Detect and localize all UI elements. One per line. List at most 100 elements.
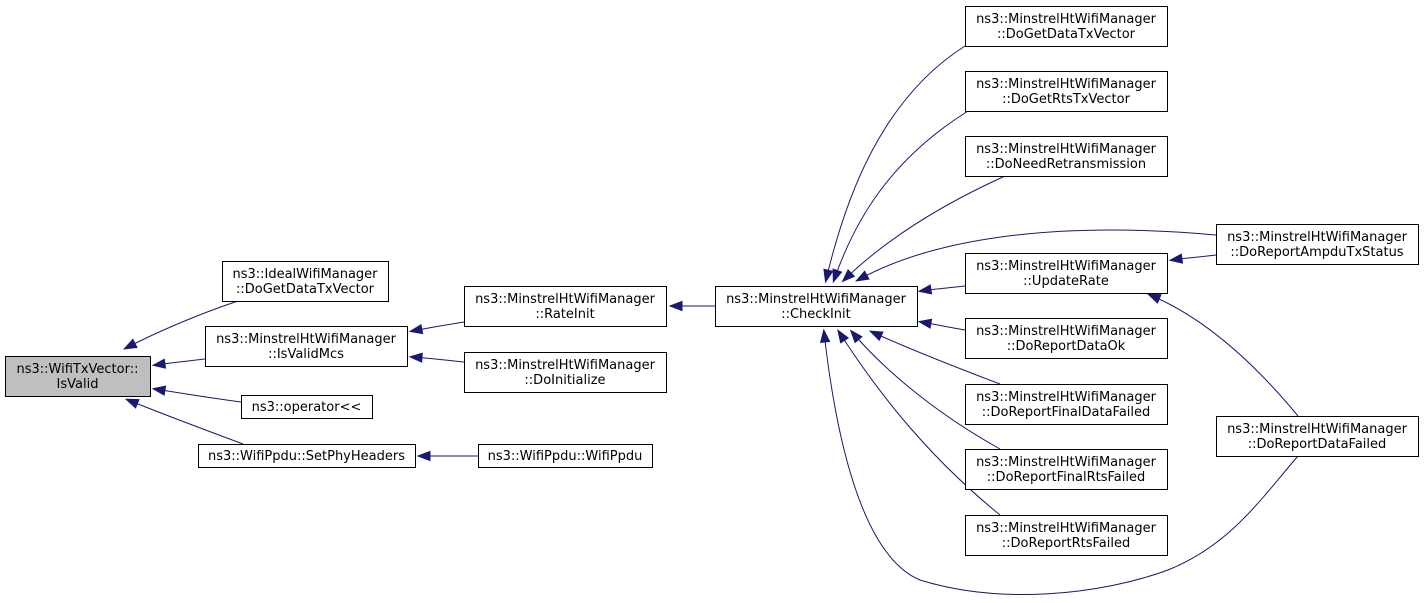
node-box[interactable]: [205, 326, 408, 367]
node-label: ns3::MinstrelHtWifiManager: [976, 390, 1157, 405]
node-label: ns3::MinstrelHtWifiManager: [976, 77, 1157, 92]
edge-mh_doreportampdu-to-mh_updaterate: [1168, 253, 1217, 264]
node-label: ns3::MinstrelHtWifiManager: [726, 292, 907, 307]
node-label: ns3::MinstrelHtWifiManager: [475, 358, 656, 373]
arrowhead: [408, 323, 424, 335]
arrowhead: [837, 329, 850, 344]
edge-mh_dogetdata-to-mh_checkinit: [823, 45, 966, 284]
node-label: ns3::MinstrelHtWifiManager: [976, 455, 1157, 470]
edge-line: [127, 399, 244, 445]
node-box[interactable]: [241, 395, 373, 419]
arrowhead: [917, 318, 933, 329]
node-mh_doreportdataok[interactable]: ns3::MinstrelHtWifiManager::DoReportData…: [965, 318, 1168, 359]
node-box[interactable]: [1216, 224, 1419, 265]
node-label: ns3::MinstrelHtWifiManager: [216, 332, 397, 347]
node-box[interactable]: [464, 352, 667, 393]
edge-line: [843, 175, 1006, 281]
node-box[interactable]: [715, 286, 918, 327]
edge-mh_isvalidmcs-to-root: [151, 358, 206, 369]
node-box[interactable]: [965, 449, 1168, 490]
node-mh_doreportdatafailed[interactable]: ns3::MinstrelHtWifiManager::DoReportData…: [1216, 416, 1419, 457]
edge-mh_doreportdatafailed-to-mh_checkinit: [820, 328, 1299, 595]
node-mh_doneedretx[interactable]: ns3::MinstrelHtWifiManager::DoNeedRetran…: [965, 136, 1168, 177]
node-mh_updaterate[interactable]: ns3::MinstrelHtWifiManager::UpdateRate: [965, 253, 1168, 294]
node-label: ::DoInitialize: [524, 373, 605, 388]
node-ideal_dogetdata[interactable]: ns3::IdealWifiManager::DoGetDataTxVector: [222, 261, 389, 302]
node-mh_isvalidmcs[interactable]: ns3::MinstrelHtWifiManager::IsValidMcs: [205, 326, 408, 367]
node-mh_dogetdata[interactable]: ns3::MinstrelHtWifiManager::DoGetDataTxV…: [965, 6, 1168, 47]
node-label: ns3::MinstrelHtWifiManager: [475, 292, 656, 307]
node-label: ::DoGetDataTxVector: [997, 27, 1136, 42]
edge-line: [823, 331, 1299, 595]
edge-mh_doreportfinalrts-to-mh_checkinit: [849, 329, 1001, 450]
node-label: ns3::operator<<: [252, 400, 362, 415]
arrowhead: [823, 268, 834, 284]
node-root[interactable]: ns3::WifiTxVector::IsValid: [5, 356, 151, 397]
node-mh_dogetrts[interactable]: ns3::MinstrelHtWifiManager::DoGetRtsTxVe…: [965, 71, 1168, 112]
node-label: ::DoReportDataOk: [1007, 339, 1126, 354]
node-label: ::RateInit: [535, 307, 594, 322]
arrowhead: [416, 450, 431, 462]
arrowhead: [854, 270, 870, 282]
node-box[interactable]: [478, 444, 653, 468]
node-operator_ltlt[interactable]: ns3::operator<<: [241, 395, 373, 419]
node-box[interactable]: [965, 384, 1168, 425]
node-mh_doreportfinaldata[interactable]: ns3::MinstrelHtWifiManager::DoReportFina…: [965, 384, 1168, 425]
node-label: IsValid: [57, 377, 99, 392]
edge-mh_dogetrts-to-mh_checkinit: [832, 110, 969, 284]
node-label: ns3::WifiTxVector::: [16, 362, 138, 377]
edge-operator_ltlt-to-root: [151, 385, 242, 403]
node-label: ns3::MinstrelHtWifiManager: [976, 142, 1157, 157]
edge-mh_doreportrts-to-mh_checkinit: [837, 329, 1001, 516]
node-box[interactable]: [464, 286, 667, 327]
node-mh_doinitialize[interactable]: ns3::MinstrelHtWifiManager::DoInitialize: [464, 352, 667, 393]
node-label: ns3::MinstrelHtWifiManager: [976, 12, 1157, 27]
arrowhead: [408, 352, 423, 363]
node-label: ns3::MinstrelHtWifiManager: [976, 521, 1157, 536]
node-label: ns3::MinstrelHtWifiManager: [1227, 422, 1408, 437]
node-label: ::DoReportFinalDataFailed: [982, 405, 1151, 420]
edge-line: [125, 300, 239, 349]
node-mh_doreportampdu[interactable]: ns3::MinstrelHtWifiManager::DoReportAmpd…: [1216, 224, 1419, 265]
node-mh_rateinit[interactable]: ns3::MinstrelHtWifiManager::RateInit: [464, 286, 667, 327]
edge-line: [833, 110, 969, 281]
edge-mh_doreportampdu-to-mh_checkinit: [854, 229, 1217, 282]
arrowhead: [868, 330, 884, 342]
edge-ideal_dogetdata-to-root: [122, 300, 239, 350]
node-box[interactable]: [965, 515, 1168, 556]
node-ppdu_ctor[interactable]: ns3::WifiPpdu::WifiPpdu: [478, 444, 653, 468]
node-label: ::UpdateRate: [1023, 274, 1109, 289]
node-label: ::DoNeedRetransmission: [986, 157, 1146, 172]
edge-mh_doinitialize-to-mh_isvalidmcs: [408, 352, 465, 363]
node-label: ns3::MinstrelHtWifiManager: [1227, 230, 1408, 245]
edge-ppdu_setphy-to-root: [124, 398, 244, 445]
edge-mh_doreportdatafailed-to-mh_updaterate: [1146, 293, 1299, 417]
edge-mh_doreportdataok-to-mh_checkinit: [917, 318, 966, 331]
arrowhead: [841, 268, 856, 283]
edge-mh_doreportfinaldata-to-mh_checkinit: [868, 330, 1001, 385]
node-box[interactable]: [965, 71, 1168, 112]
arrowhead: [122, 338, 138, 350]
node-mh_doreportfinalrts[interactable]: ns3::MinstrelHtWifiManager::DoReportFina…: [965, 449, 1168, 490]
node-label: ::DoReportRtsFailed: [1002, 536, 1130, 551]
node-label: ::DoGetRtsTxVector: [1002, 92, 1131, 107]
edge-mh_doneedretx-to-mh_checkinit: [841, 175, 1006, 283]
node-ppdu_setphy[interactable]: ns3::WifiPpdu::SetPhyHeaders: [198, 444, 416, 468]
node-box[interactable]: [5, 356, 151, 397]
node-box[interactable]: [965, 253, 1168, 294]
node-mh_doreportrts[interactable]: ns3::MinstrelHtWifiManager::DoReportRtsF…: [965, 515, 1168, 556]
edge-line: [154, 388, 242, 403]
nodes-layer: ns3::WifiTxVector::IsValid ns3::IdealWifi…: [5, 6, 1419, 556]
arrowhead: [849, 329, 863, 344]
node-box[interactable]: [222, 261, 389, 302]
node-box[interactable]: [1216, 416, 1419, 457]
node-label: ::DoReportDataFailed: [1248, 437, 1387, 452]
node-box[interactable]: [965, 136, 1168, 177]
node-label: ns3::MinstrelHtWifiManager: [976, 324, 1157, 339]
node-mh_checkinit[interactable]: ns3::MinstrelHtWifiManager::CheckInit: [715, 286, 918, 327]
arrowhead: [917, 284, 933, 295]
node-box[interactable]: [965, 6, 1168, 47]
node-box[interactable]: [198, 444, 416, 468]
node-box[interactable]: [965, 318, 1168, 359]
